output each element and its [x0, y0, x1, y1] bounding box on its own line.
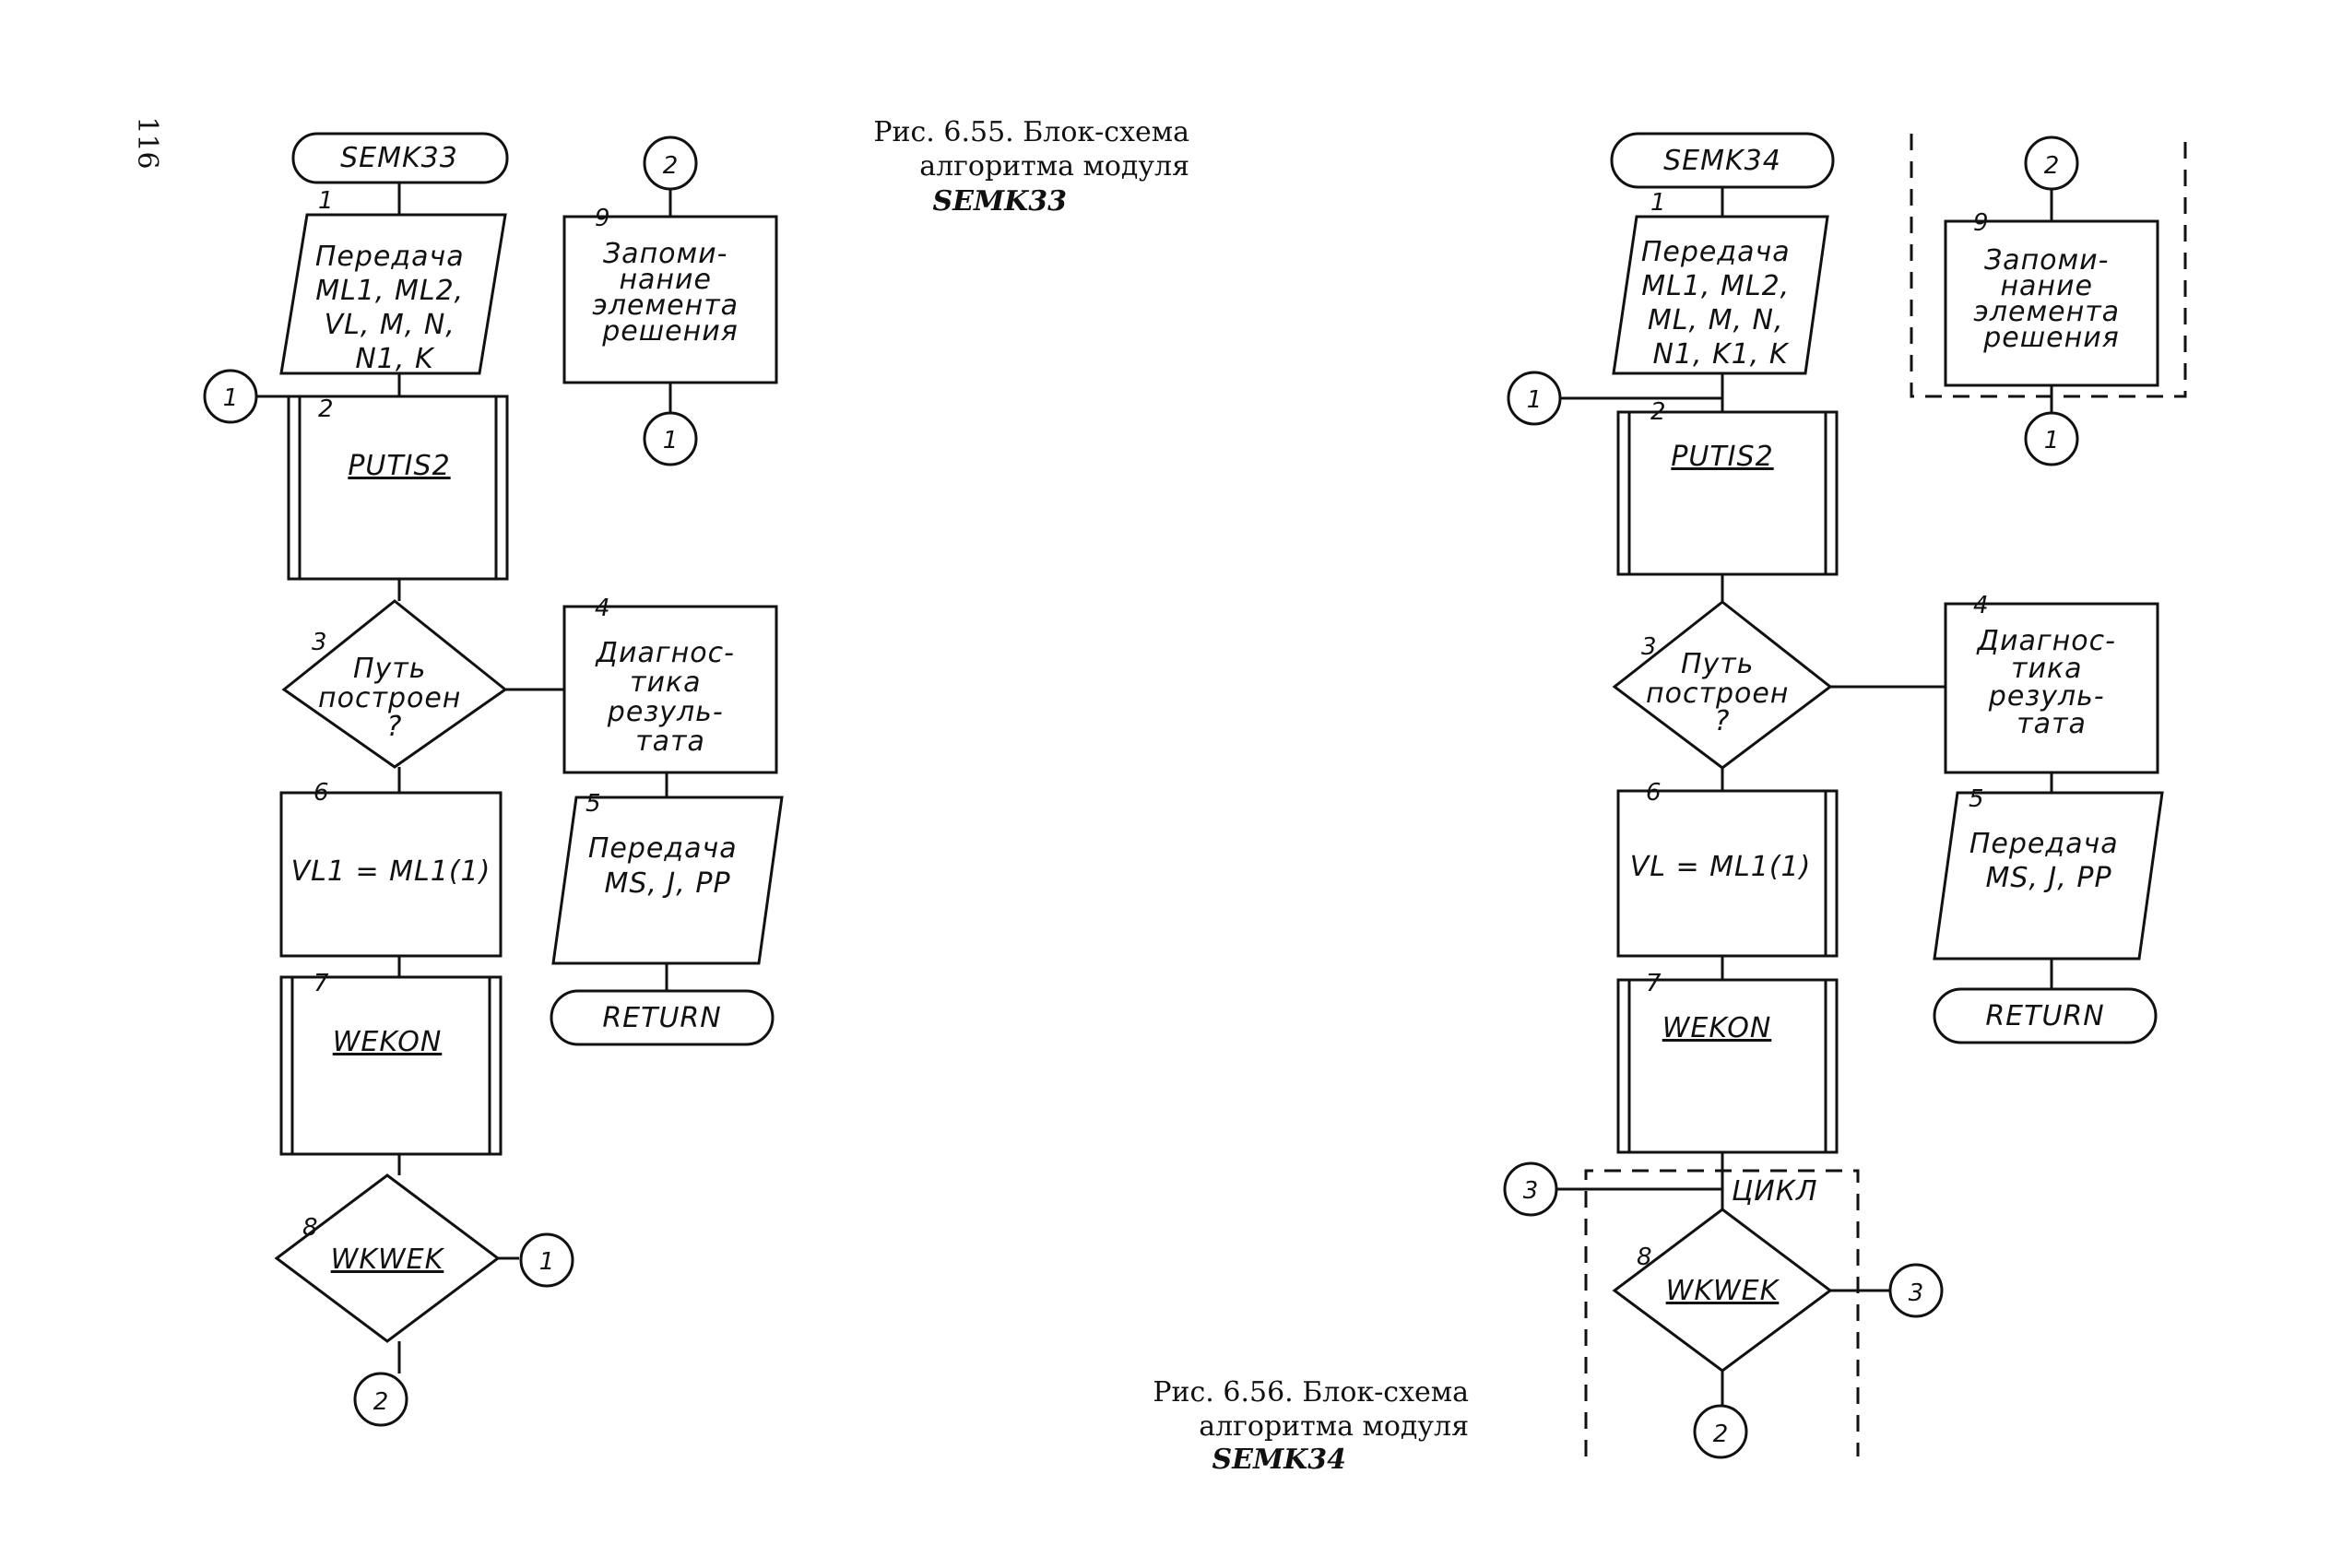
page-number: 116	[131, 116, 163, 169]
fig55-block-9: 9 Запоми- нание элемента решения	[562, 205, 778, 384]
svg-text:Рис. 6.56. Блок-схема: Рис. 6.56. Блок-схема	[1153, 1376, 1469, 1409]
svg-text:3: 3	[1909, 1279, 1924, 1307]
fig56-block-1-number: 1	[1650, 189, 1666, 217]
fig56-block-9-text: Запоми- нание элемента решения	[1973, 244, 2129, 354]
fig55-block-3-text: Путь построен ?	[318, 653, 471, 743]
fig56-caption: Рис. 6.56. Блок-схема алгоритма модуля S…	[1153, 1376, 1469, 1476]
fig56-return-label: RETURN	[1985, 1000, 2104, 1032]
fig56-block-9: 9 Запоми- нание элемента решения	[1944, 209, 2159, 387]
fig56-block-3-number: 3	[1641, 633, 1657, 661]
svg-text:Рис. 6.55. Блок-схема: Рис. 6.55. Блок-схема	[873, 116, 1189, 148]
fig55-block-7-label: WEKON	[333, 1026, 443, 1058]
svg-text:3: 3	[1523, 1177, 1539, 1205]
fig56-cycle-label: ЦИКЛ	[1732, 1175, 1818, 1208]
fig56-block-6: 6 VL = ML1(1)	[1616, 779, 1839, 958]
fig56-connector-3-out: 3	[1888, 1263, 1944, 1318]
fig56-connector-2-out: 2	[1693, 1404, 1748, 1459]
fig56-block-6-number: 6	[1646, 779, 1662, 807]
fig56-connector-3-in: 3	[1503, 1161, 1558, 1217]
svg-text:1: 1	[2044, 427, 2060, 454]
fig55-block-9-text: Запоми- нание элемента решения	[592, 238, 748, 348]
fig55-connector-2-out: 2	[353, 1372, 408, 1427]
fig55-block-9-number: 9	[595, 205, 610, 232]
fig56-block-2-number: 2	[1650, 398, 1666, 426]
fig56-block-5-text: Передача MS, J, PP	[1969, 828, 2128, 894]
svg-text:SEMK34: SEMK34	[1212, 1444, 1346, 1476]
fig55-block-7-number: 7	[313, 970, 329, 997]
fig55-block-1-number: 1	[318, 187, 334, 215]
fig56-connector-1-in: 1	[1507, 371, 1562, 426]
fig55-block-1: 1 Передача ML1, ML2, VL, M, N, N1, K	[279, 187, 507, 375]
fig55-block-5-number: 5	[585, 790, 601, 818]
fig56-block-7-label: WEKON	[1662, 1012, 1772, 1044]
fig56-block-7-number: 7	[1646, 970, 1662, 997]
fig56-block-8-number: 8	[1637, 1244, 1652, 1271]
fig56-block-1-text: Передача ML1, ML2, ML, M, N, N1, K1, K	[1641, 236, 1800, 371]
svg-text:2: 2	[1713, 1421, 1729, 1448]
fig55-connector-1-in: 1	[203, 369, 258, 424]
fig56-block-1: 1 Передача ML1, ML2, ML, M, N, N1, K1, K	[1612, 189, 1829, 375]
fig56-start-label: SEMK34	[1663, 145, 1781, 177]
svg-text:алгоритма модуля: алгоритма модуля	[1199, 1410, 1469, 1443]
svg-text:1: 1	[1527, 386, 1543, 414]
fig56-connector-2-in: 2	[2024, 136, 2079, 191]
figure-6-56: SEMK34 1 Передача ML1, ML2, ML, M, N, N1…	[1153, 132, 2187, 1476]
svg-text:2: 2	[373, 1388, 389, 1416]
fig55-connector-1-out: 1	[519, 1232, 574, 1288]
fig55-return-terminal: RETURN	[550, 989, 775, 1046]
svg-text:алгоритма модуля: алгоритма модуля	[919, 150, 1189, 183]
fig55-block-2: 2 PUTIS2	[287, 395, 509, 581]
fig55-connector-2-in: 2	[643, 136, 698, 191]
fig56-connectors	[1556, 187, 2053, 1406]
fig56-block-5-number: 5	[1969, 785, 1984, 813]
fig55-block-1-text: Передача ML1, ML2, VL, M, N, N1, K	[315, 241, 474, 375]
fig56-block-2-label: PUTIS2	[1671, 441, 1773, 473]
fig55-block-6-label: VL1 = ML1(1)	[291, 855, 491, 888]
svg-text:2: 2	[663, 152, 679, 180]
fig56-block-4-number: 4	[1973, 592, 1989, 619]
fig56-block-4: 4 Диагнос- тика резуль- тата	[1944, 592, 2159, 774]
fig56-block-6-label: VL = ML1(1)	[1630, 851, 1812, 883]
fig56-block-9-number: 9	[1973, 209, 1989, 237]
fig56-block-8: 8 WKWEK	[1612, 1208, 1833, 1373]
fig55-block-8-label: WKWEK	[331, 1244, 445, 1276]
svg-text:1: 1	[223, 384, 239, 412]
fig56-block-2: 2 PUTIS2	[1616, 398, 1839, 576]
svg-text:2: 2	[2044, 152, 2060, 180]
fig55-block-3: 3 Путь построен ?	[281, 599, 508, 769]
svg-text:1: 1	[539, 1248, 555, 1276]
figure-6-55: SEMK33 1 Передача ML1, ML2, VL, M, N, N1…	[203, 116, 1189, 1427]
fig55-block-4: 4 Диагнос- тика резуль- тата	[562, 595, 778, 774]
fig55-block-4-text: Диагнос- тика резуль- тата	[595, 637, 745, 758]
fig55-block-5-text: Передача MS, J, PP	[588, 832, 747, 900]
fig56-return-terminal: RETURN	[1933, 987, 2158, 1044]
fig55-connector-1-after-9: 1	[643, 411, 698, 466]
fig55-caption: Рис. 6.55. Блок-схема алгоритма модуля S…	[873, 116, 1189, 218]
fig56-block-5: 5 Передача MS, J, PP	[1933, 785, 2164, 961]
fig55-start-terminal: SEMK33	[291, 132, 509, 184]
fig56-connector-1-after-9: 1	[2024, 411, 2079, 466]
fig55-block-3-number: 3	[312, 629, 327, 656]
fig55-block-6: 6 VL1 = ML1(1)	[279, 779, 503, 958]
fig55-block-6-number: 6	[313, 779, 329, 807]
svg-text:SEMK33: SEMK33	[932, 185, 1067, 218]
fig55-return-label: RETURN	[602, 1002, 721, 1034]
fig56-block-3: 3 Путь построен ?	[1612, 600, 1833, 770]
fig55-block-5: 5 Передача MS, J, PP	[551, 790, 784, 965]
fig55-connectors	[256, 183, 672, 1373]
fig55-block-8: 8 WKWEK	[274, 1173, 501, 1343]
fig55-block-7: 7 WEKON	[279, 970, 503, 1156]
fig55-block-2-label: PUTIS2	[348, 450, 450, 482]
fig56-block-3-text: Путь построен ?	[1646, 648, 1799, 737]
fig55-start-label: SEMK33	[340, 142, 458, 174]
fig56-block-7: 7 WEKON	[1616, 970, 1839, 1154]
fig56-block-8-label: WKWEK	[1666, 1275, 1780, 1307]
fig55-block-8-number: 8	[302, 1214, 318, 1242]
fig56-block-4-text: Диагнос- тика резуль- тата	[1976, 625, 2126, 740]
fig55-block-4-number: 4	[595, 595, 610, 622]
fig56-start-terminal: SEMK34	[1610, 132, 1835, 189]
fig55-block-2-number: 2	[318, 395, 334, 423]
svg-text:1: 1	[663, 427, 679, 454]
